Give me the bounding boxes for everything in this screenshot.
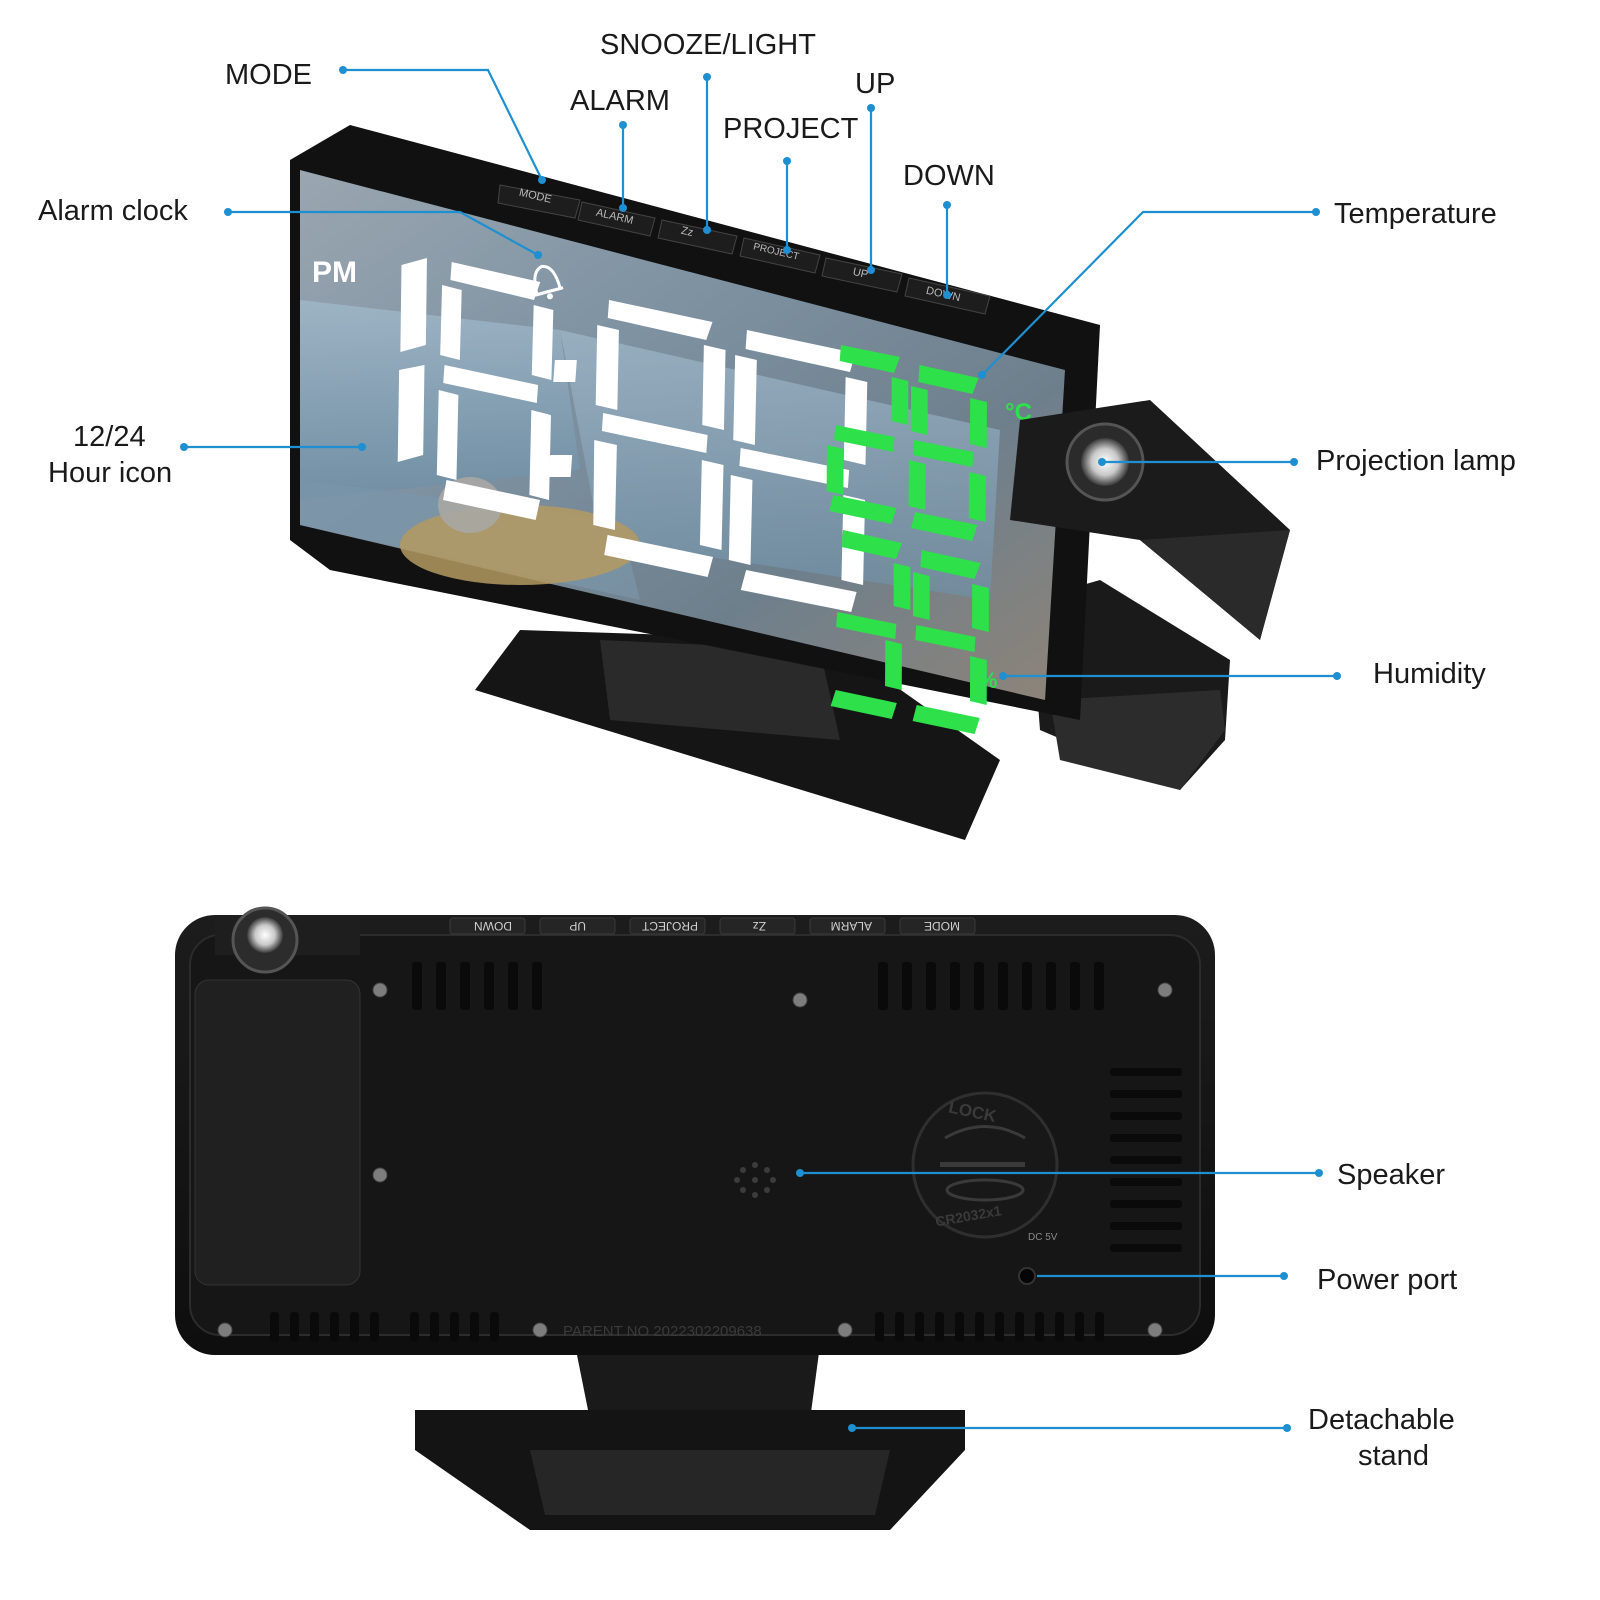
top-left-vents (412, 962, 542, 1010)
callout-hour-icon-line2: Hour icon (48, 457, 172, 489)
back-mode-label: MODE (924, 919, 960, 933)
callout-up: UP (855, 68, 895, 100)
time-digit-2 (436, 262, 554, 520)
time-digits (397, 258, 868, 612)
snooze-button-label: Zz (680, 225, 695, 239)
side-vents (1110, 1068, 1182, 1252)
back-project-label: PROJECT (641, 919, 698, 933)
parent-number: PARENT NO 2022302209638 (563, 1323, 762, 1340)
mode-button[interactable]: MODE (497, 184, 581, 219)
callout-project: PROJECT (723, 113, 859, 145)
back-alarm-label: ALARM (831, 919, 872, 933)
projection-head (1010, 400, 1290, 640)
back-top-buttons: DOWN UP PROJECT Zz ALARM MODE (449, 917, 976, 935)
power-port[interactable] (1018, 1267, 1036, 1285)
colon-top (553, 360, 577, 382)
pm-indicator: PM (312, 256, 357, 289)
time-digit-1 (397, 258, 427, 462)
up-button-label: UP (852, 266, 870, 281)
bottom-vents (270, 1312, 1104, 1342)
callout-speaker: Speaker (1337, 1159, 1445, 1191)
callout-temperature: Temperature (1334, 198, 1497, 230)
callout-projection-lamp: Projection lamp (1316, 445, 1516, 477)
back-down-label: DOWN (474, 919, 512, 933)
speaker-grille (734, 1162, 776, 1198)
callout-humidity: Humidity (1373, 658, 1486, 690)
back-stand-neck (575, 1345, 820, 1420)
back-clock: DOWN UP PROJECT Zz ALARM MODE (175, 906, 1215, 1530)
back-zz-label: Zz (753, 919, 766, 933)
callout-power-port: Power port (1317, 1264, 1457, 1296)
back-up-label: UP (569, 919, 586, 933)
top-right-vents (878, 962, 1104, 1010)
callout-snooze-light: SNOOZE/LIGHT (600, 29, 816, 61)
callout-stand-line1: Detachable (1308, 1404, 1455, 1436)
humidity-unit: % (978, 668, 998, 693)
back-projector (215, 906, 360, 974)
callout-down: DOWN (903, 160, 995, 192)
time-digit-3 (593, 300, 726, 577)
callouts: MODE SNOOZE/LIGHT ALARM UP PROJECT DOWN … (38, 29, 1516, 1472)
front-clock: MODE ALARM Zz PROJECT UP DOWN (290, 125, 1290, 840)
callout-mode: MODE (225, 59, 312, 91)
colon-bottom (548, 455, 573, 477)
screws (217, 982, 1173, 1338)
humidity-digits (830, 530, 989, 734)
temperature-digits (826, 345, 987, 541)
alarm-button[interactable]: ALARM (577, 201, 656, 237)
dc-label: DC 5V (1028, 1232, 1058, 1243)
callout-hour-icon-line1: 12/24 (73, 421, 146, 453)
callout-alarm: ALARM (570, 85, 670, 117)
battery-cover[interactable]: LOCK CR2032x1 (911, 1091, 1059, 1239)
callout-stand-line2: stand (1358, 1440, 1429, 1472)
callout-alarm-clock: Alarm clock (38, 195, 188, 227)
up-button[interactable]: UP (821, 257, 903, 293)
snooze-light-button[interactable]: Zz (657, 219, 738, 255)
